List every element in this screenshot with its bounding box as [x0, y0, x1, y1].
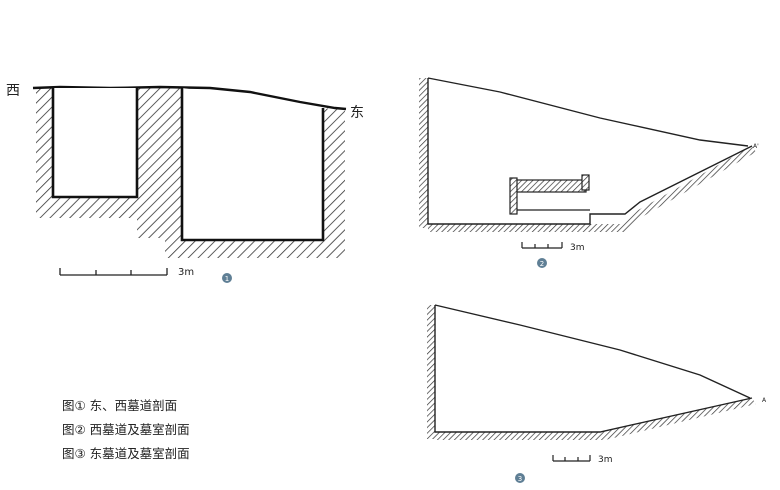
figure-1-west-label: 西: [6, 83, 20, 99]
figure-3-outline: [434, 304, 753, 433]
figure-2-chamber-right-post: [581, 174, 590, 191]
figure-1-wall-hatch: [137, 88, 182, 238]
figure-1-scale-bar: [59, 268, 168, 276]
figure-1-badge: [222, 273, 232, 283]
figure-2-left-wall-hatch: [419, 78, 428, 228]
caption-figure-2: 图② 西墓道及墓室剖面: [62, 422, 190, 437]
figure-1-badge-text: 1: [225, 275, 229, 283]
figure-3-badge: [515, 473, 525, 483]
figure-3: A 3m 3: [427, 304, 767, 483]
figure-1-west-pit: [51, 88, 139, 199]
figure-2-point-label: A': [753, 143, 759, 150]
figure-1-ground-hatch: [36, 88, 345, 258]
figure-2: A' 3m 2: [419, 77, 759, 268]
figure-3-left-wall-hatch: [427, 305, 435, 439]
figure-2-chamber-roof: [515, 179, 587, 193]
figure-2-bottom-hatch: [428, 224, 622, 232]
figure-1: 西 东 3m 1: [6, 83, 364, 283]
figure-3-point-label: A: [762, 397, 767, 404]
figure-1-east-pit: [180, 88, 325, 242]
figure-2-scale-bar: [521, 242, 563, 249]
figure-2-outline: [427, 77, 753, 225]
figure-2-scale-label: 3m: [570, 243, 585, 253]
figure-3-scale-label: 3m: [598, 455, 613, 465]
figure-3-scale-bar: [552, 455, 591, 462]
figure-1-east-label: 东: [350, 105, 364, 121]
figure-2-chamber-left-wall: [509, 177, 518, 215]
figure-3-slope-hatch: [600, 398, 756, 440]
figure-2-ground-hatch: [420, 78, 752, 230]
figure-2-badge-text: 2: [540, 260, 544, 268]
caption-figure-3: 图③ 东墓道及墓室剖面: [62, 446, 190, 461]
figure-2-slope-hatch: [622, 146, 756, 232]
figure-3-badge-text: 3: [518, 475, 522, 483]
caption-figure-1: 图① 东、西墓道剖面: [62, 398, 178, 413]
figure-1-surface-line: [32, 85, 347, 111]
figure-3-bottom-hatch: [435, 432, 600, 440]
figure-2-badge: [537, 258, 547, 268]
figure-1-scale-label: 3m: [178, 267, 194, 278]
